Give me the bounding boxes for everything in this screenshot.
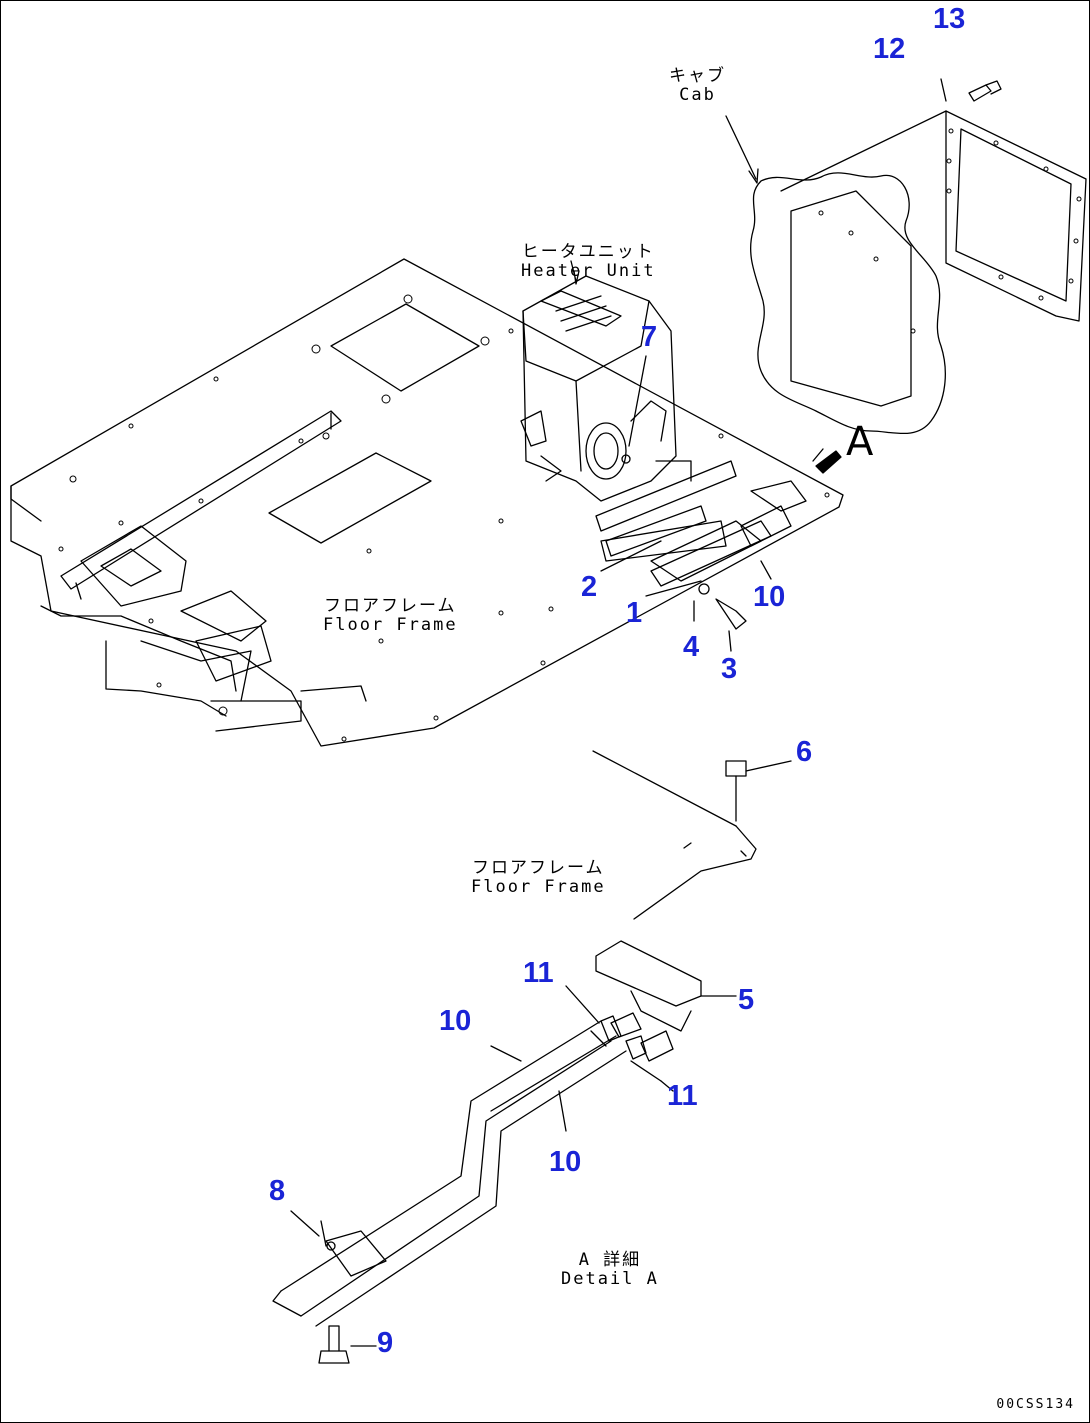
label-cab-en: Cab <box>679 84 716 105</box>
callout-8: 8 <box>269 1175 286 1207</box>
callout-6: 6 <box>796 736 813 768</box>
callout-10-lower: 10 <box>549 1146 582 1178</box>
detail-a-section <box>272 750 792 1364</box>
label-heater-unit: ヒータユニット Heater Unit <box>521 243 656 280</box>
callout-13: 13 <box>933 3 966 35</box>
leader-lines-top <box>570 78 947 652</box>
label-floor2-jp: フロアフレーム <box>472 858 605 878</box>
label-detail-jp: A 詳細 <box>578 1250 642 1270</box>
label-cab-jp: キャブ <box>669 66 726 86</box>
callout-9: 9 <box>377 1327 394 1359</box>
label-floor-jp: フロアフレーム <box>324 596 457 616</box>
label-floor-frame: フロアフレーム Floor Frame <box>323 597 458 634</box>
callout-4: 4 <box>683 631 700 663</box>
label-heater-jp: ヒータユニット <box>521 242 655 262</box>
label-floor-frame-detail: フロアフレーム Floor Frame <box>471 859 606 896</box>
label-floor-en: Floor Frame <box>323 614 458 635</box>
callout-11-lower: 11 <box>667 1080 698 1112</box>
label-cab: キャブ Cab <box>669 67 726 104</box>
label-floor2-en: Floor Frame <box>471 876 606 897</box>
callout-2: 2 <box>581 571 598 603</box>
label-detail-a: A 詳細 Detail A <box>561 1251 659 1288</box>
callout-10-upper: 10 <box>439 1005 472 1037</box>
bracket-parts <box>605 480 807 630</box>
view-letter-a: A <box>846 419 874 465</box>
callout-5: 5 <box>738 984 755 1016</box>
callout-12: 12 <box>873 33 906 65</box>
floor-frame-plate <box>10 258 844 747</box>
callout-1: 1 <box>626 597 643 629</box>
callout-3: 3 <box>721 653 738 685</box>
callout-11-upper: 11 <box>523 957 554 989</box>
label-detail-en: Detail A <box>561 1268 659 1289</box>
heater-unit <box>520 275 692 502</box>
view-arrow-a <box>812 448 842 474</box>
callout-7: 7 <box>641 321 658 353</box>
label-heater-en: Heater Unit <box>521 260 656 281</box>
cab-section <box>725 80 1087 435</box>
callout-10-top: 10 <box>753 581 786 613</box>
drawing-code: 00CSS134 <box>996 1397 1075 1412</box>
